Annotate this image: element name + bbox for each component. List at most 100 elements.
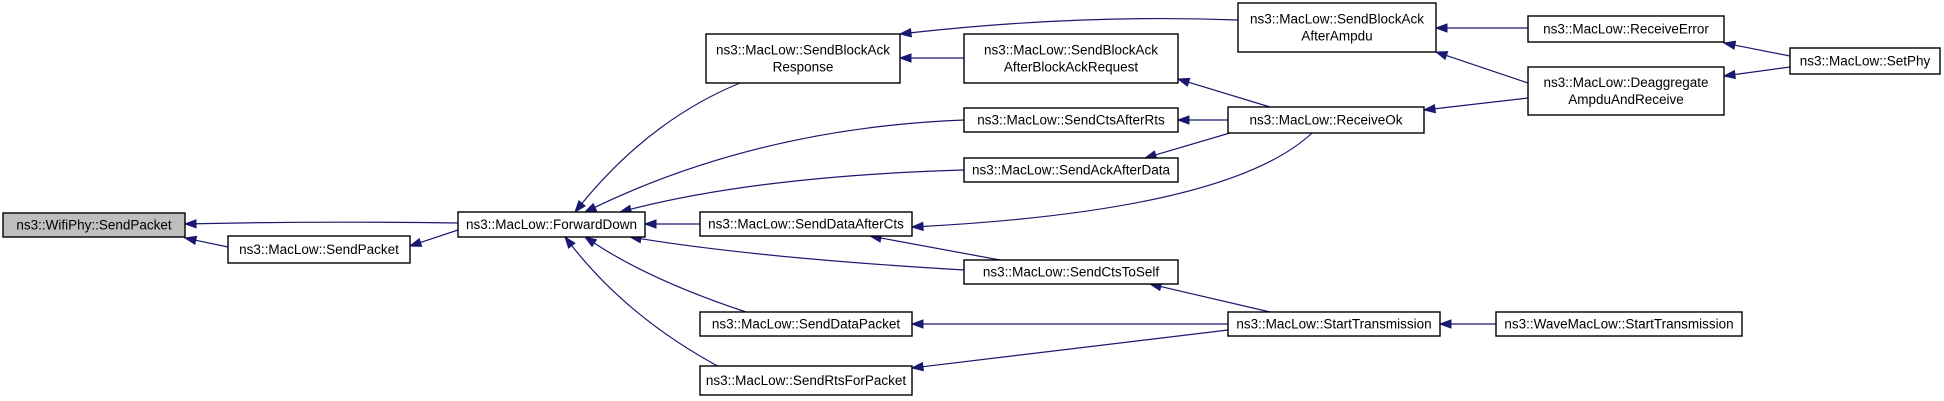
edge-line (1733, 66, 1791, 76)
node-maclow-senddataaftercts[interactable]: ns3::MacLow::SendDataAfterCts (699, 211, 913, 237)
edge-maclow_deaggregateampduandreceive-to-maclow_receiveok (1422, 97, 1529, 114)
edge-line (1445, 54, 1529, 84)
edge-line (419, 229, 459, 244)
edge-line (1733, 44, 1791, 57)
node-maclow-sendpacket[interactable]: ns3::MacLow::SendPacket (227, 235, 411, 264)
edge-arrowhead (1722, 69, 1736, 80)
edge-maclow_setphy-to-maclow_deaggregateampduandreceive (1722, 66, 1791, 80)
edge-maclow_deaggregateampduandreceive-to-maclow_sendblockackafterampdu (1434, 51, 1529, 84)
edge-line (570, 244, 726, 371)
edges-layer (183, 17, 1791, 372)
edge-arrowhead (898, 28, 912, 38)
edge-arrowhead (183, 235, 198, 246)
edge-line (593, 242, 747, 313)
edge-arrowhead (1422, 104, 1436, 114)
node-box (1237, 2, 1437, 53)
edge-arrowhead (910, 319, 924, 329)
edge-arrowhead (1438, 319, 1452, 329)
node-box (699, 365, 913, 396)
edge-arrowhead (1722, 40, 1737, 50)
node-box (227, 235, 411, 264)
edge-arrowhead (910, 361, 924, 372)
node-label: ns3::MacLow::SendCtsToSelf (983, 265, 1160, 280)
edge-maclow_receiveok-to-maclow_sendblockackafterblockackrequest (1176, 77, 1271, 108)
edge-maclow_forwarddown-to-maclow_sendpacket (408, 229, 459, 247)
node-label: ns3::WifiPhy::SendPacket (16, 218, 172, 233)
node-label: ns3::MacLow::ForwardDown (466, 217, 637, 232)
node-label: ns3::WaveMacLow::StartTransmission (1504, 317, 1733, 332)
node-maclow-sendctstoself[interactable]: ns3::MacLow::SendCtsToSelf (963, 259, 1179, 285)
node-label: ns3::MacLow::Deaggregate (1543, 75, 1708, 90)
edge-maclow_sendackafterdata-to-maclow_forwarddown (618, 169, 965, 214)
node-box (1227, 106, 1425, 134)
edge-maclow_sendblockackafterblockackrequest-to-maclow_sendblockackresponse (898, 53, 964, 63)
edge-arrowhead (583, 236, 598, 248)
node-box (1227, 311, 1441, 337)
node-maclow-receiveerror[interactable]: ns3::MacLow::ReceiveError (1527, 15, 1725, 43)
node-maclow-setphy[interactable]: ns3::MacLow::SetPhy (1789, 47, 1941, 75)
node-maclow-sendrtsforpacket[interactable]: ns3::MacLow::SendRtsForPacket (699, 365, 913, 396)
edge-arrowhead (574, 200, 586, 214)
edge-arrowhead (1176, 77, 1191, 87)
node-maclow-receiveok[interactable]: ns3::MacLow::ReceiveOk (1227, 106, 1425, 134)
node-wavemaclow-starttransmission[interactable]: ns3::WaveMacLow::StartTransmission (1495, 311, 1743, 337)
edge-line (879, 237, 1001, 261)
node-maclow-sendblockackafterblockackrequest[interactable]: ns3::MacLow::SendBlockAckAfterBlockAckRe… (963, 33, 1179, 84)
node-label: ns3::MacLow::ReceiveOk (1249, 113, 1402, 128)
edge-arrowhead (408, 237, 423, 247)
edge-line (629, 169, 965, 211)
node-box (1527, 66, 1725, 116)
node-box (699, 311, 913, 337)
edge-line (194, 239, 229, 248)
node-box (963, 107, 1179, 133)
node-label: AfterAmpdu (1301, 29, 1372, 44)
node-maclow-starttransmission[interactable]: ns3::MacLow::StartTransmission (1227, 311, 1441, 337)
edge-arrowhead (898, 53, 912, 63)
node-label: ns3::MacLow::SendBlockAck (716, 43, 890, 58)
node-label: ns3::MacLow::SendCtsAfterRts (977, 113, 1165, 128)
node-label: ns3::MacLow::SendAckAfterData (972, 163, 1171, 178)
node-label: ns3::MacLow::SendDataPacket (712, 317, 901, 332)
edge-line (593, 119, 965, 209)
edge-maclow_forwarddown-to-wifiphy_sendpacket (183, 219, 459, 229)
node-label: ns3::MacLow::SendDataAfterCts (708, 217, 904, 232)
node-box (2, 212, 186, 238)
node-label: ns3::MacLow::SendRtsForPacket (706, 373, 907, 388)
edge-arrowhead (1434, 51, 1449, 61)
edge-maclow_receiveok-to-maclow_sendctsafterrts (1176, 115, 1228, 125)
edge-arrowhead (183, 219, 197, 229)
node-wifiphy-sendpacket[interactable]: ns3::WifiPhy::SendPacket (2, 212, 186, 238)
edge-line (194, 221, 459, 225)
node-maclow-sendackafterdata[interactable]: ns3::MacLow::SendAckAfterData (963, 157, 1179, 183)
edge-line (921, 329, 1229, 368)
edge-arrowhead (583, 202, 598, 213)
edge-arrowhead (1434, 23, 1448, 33)
node-label: Response (773, 60, 834, 75)
node-label: AfterBlockAckRequest (1004, 60, 1139, 75)
edge-maclow_sendctstoself-to-maclow_forwarddown (628, 234, 965, 271)
edge-line (1159, 285, 1271, 313)
edge-maclow_receiveerror-to-maclow_sendblockackafterampdu (1434, 23, 1528, 33)
node-label: ns3::MacLow::SendBlockAck (984, 43, 1158, 58)
node-maclow-sendctsafterrts[interactable]: ns3::MacLow::SendCtsAfterRts (963, 107, 1179, 133)
node-maclow-senddatapacket[interactable]: ns3::MacLow::SendDataPacket (699, 311, 913, 337)
edge-maclow_sendblockackafterampdu-to-maclow_sendblockackresponse (898, 17, 1239, 38)
edge-line (921, 132, 1313, 228)
edge-maclow_starttransmission-to-maclow_sendrtsforpacket (910, 329, 1229, 372)
node-box (457, 211, 646, 238)
edge-maclow_sendrtsforpacket-to-maclow_forwarddown (564, 235, 726, 371)
node-box (699, 211, 913, 237)
edge-maclow_receiveok-to-maclow_sendackafterdata (1143, 129, 1241, 160)
node-maclow-forwarddown[interactable]: ns3::MacLow::ForwardDown (457, 211, 646, 238)
node-label: ns3::MacLow::SetPhy (1800, 54, 1931, 69)
node-label: ns3::MacLow::StartTransmission (1236, 317, 1431, 332)
edge-maclow_senddatapacket-to-maclow_forwarddown (583, 236, 747, 313)
edge-maclow_sendpacket-to-wifiphy_sendpacket (183, 235, 229, 248)
edge-arrowhead (564, 235, 576, 249)
edge-line (909, 17, 1239, 34)
